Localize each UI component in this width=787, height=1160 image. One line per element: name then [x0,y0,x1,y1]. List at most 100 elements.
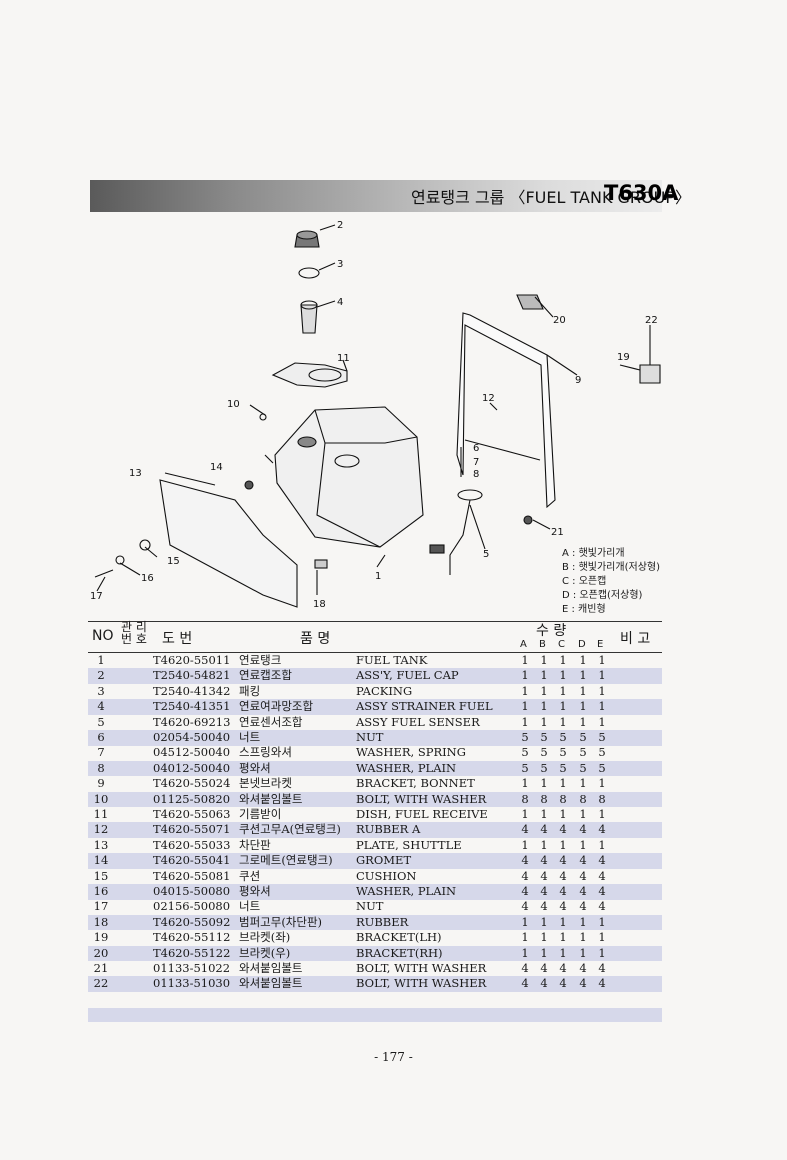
cell-qty: 1 [521,914,529,929]
cell-qty: 1 [579,683,587,698]
cell-qty: 1 [521,837,529,852]
cell-part-no: T4620-55041 [153,853,231,868]
callout-17: 17 [90,591,103,602]
cell-name-eng: ASSY STRAINER FUEL [356,699,493,714]
cell-name-kor: 브라켓(우) [239,945,291,960]
cell-qty: 4 [598,976,606,991]
cell-qty: 4 [559,884,567,898]
callout-6: 6 [473,443,479,454]
cell-name-eng: BRACKET(RH) [356,945,443,960]
cell-qty: 4 [579,899,587,914]
cell-qty: 4 [521,899,529,914]
cell-qty: 4 [579,868,587,883]
cell-qty: 4 [598,884,606,898]
table-header-rule [88,652,662,653]
cell-name-eng: BRACKET(LH) [356,930,442,945]
cell-no: 19 [93,930,109,945]
cell-qty: 4 [521,868,529,883]
table-footer-shade [88,1008,662,1022]
callout-22: 22 [645,315,658,326]
cell-qty: 4 [559,868,567,883]
legend-item: E : 캐빈형 [562,604,606,615]
cell-part-no: T4620-55112 [153,930,231,945]
cell-qty: 5 [598,745,606,760]
callout-1: 1 [375,571,381,582]
cell-name-eng: PLATE, SHUTTLE [356,837,462,852]
cell-part-no: T4620-55092 [153,914,231,929]
cell-name-kor: 쿠션고무A(연료탱크) [239,822,341,837]
cell-part-no: 04012-50040 [153,760,231,775]
cell-name-eng: RUBBER [356,914,409,929]
cell-qty: 1 [521,807,529,821]
legend-item: B : 햇빛가리개(저상형) [562,562,660,573]
cell-name-kor: 연료탱크 [239,653,282,667]
cell-name-eng: BRACKET, BONNET [356,776,475,791]
cell-qty: 4 [521,853,529,868]
cell-qty: 1 [579,945,587,960]
cell-name-eng: RUBBER A [356,822,421,837]
cell-qty: 1 [559,683,567,698]
cell-qty: 4 [540,976,548,991]
cell-no: 3 [97,683,105,698]
cell-no: 6 [97,730,105,744]
cell-part-no: 01125-50820 [153,791,231,806]
cell-qty: 8 [598,791,606,806]
cell-name-kor: 연료캡조합 [239,668,292,683]
cell-qty: 4 [598,853,606,868]
cell-no: 12 [93,822,109,837]
callout-9: 9 [575,375,581,386]
cell-qty: 4 [559,899,567,914]
cell-qty: 1 [521,699,529,714]
cell-qty: 5 [559,760,567,775]
cell-part-no: T4620-55081 [153,868,231,883]
cell-qty: 5 [540,730,548,744]
callout-7: 7 [473,457,479,468]
header-part-no: 도 번 [162,631,193,647]
cell-name-kor: 와셔붙임볼트 [239,961,303,975]
cell-name-eng: WASHER, SPRING [356,745,466,760]
cell-name-kor: 스프링와셔 [239,745,292,760]
cell-name-eng: FUEL TANK [356,653,428,667]
cell-qty: 1 [540,683,548,698]
cell-qty: 1 [559,807,567,821]
cell-qty: 4 [598,822,606,837]
callout-10: 10 [227,399,240,410]
cell-qty: 1 [598,699,606,714]
header-variant-e: E [597,639,604,650]
legend-item: C : 오픈캡 [562,576,607,587]
cell-part-no: T4620-55011 [153,653,231,667]
header-name: 품 명 [300,631,331,647]
cell-part-no: 04512-50040 [153,745,231,760]
header-variant-c: C [558,639,565,650]
cell-part-no: T4620-55033 [153,837,231,852]
cell-name-eng: NUT [356,899,384,914]
cell-qty: 1 [540,668,548,683]
cell-qty: 1 [579,914,587,929]
cell-part-no: T2540-41342 [153,683,231,698]
cell-qty: 4 [540,899,548,914]
callout-14: 14 [210,462,223,473]
cell-part-no: 04015-50080 [153,884,231,898]
cell-qty: 1 [559,653,567,667]
cell-qty: 1 [521,653,529,667]
cell-qty: 1 [598,653,606,667]
legend-item: D : 오픈캡(저상형) [562,590,643,601]
cell-qty: 5 [540,745,548,760]
cell-qty: 1 [598,683,606,698]
cell-name-eng: BOLT, WITH WASHER [356,791,487,806]
cell-part-no: T2540-54821 [153,668,231,683]
cell-name-kor: 범퍼고무(차단판) [239,914,323,929]
cell-no: 2 [97,668,105,683]
cell-qty: 4 [559,822,567,837]
